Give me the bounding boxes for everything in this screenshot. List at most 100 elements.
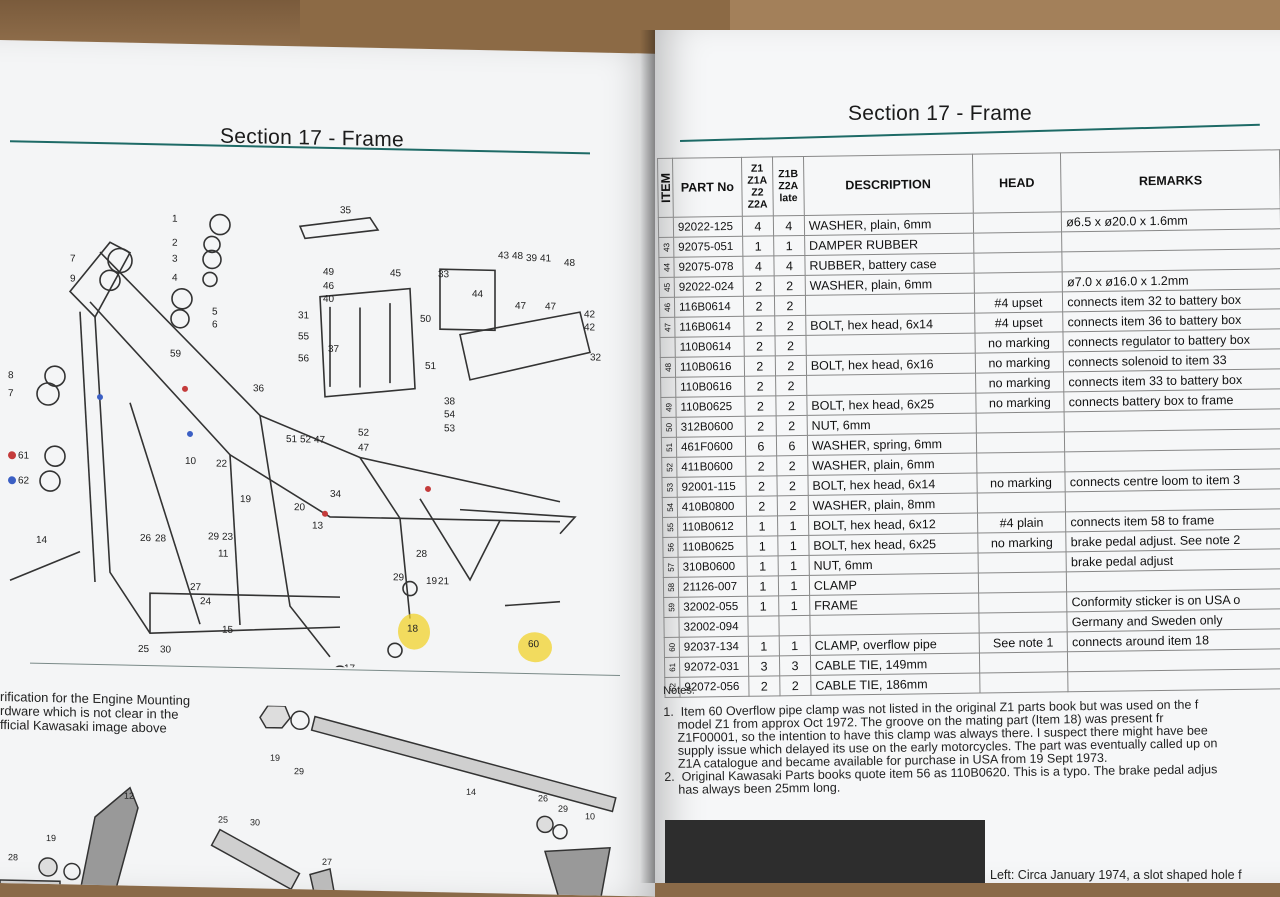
table-cell-part: 32002-094 bbox=[678, 616, 749, 638]
callout: 22 bbox=[216, 459, 228, 470]
table-cell-z1b: 4 bbox=[773, 215, 805, 236]
table-cell-z1: 4 bbox=[742, 215, 774, 237]
callout: 26 bbox=[538, 793, 548, 803]
callout: 18 bbox=[407, 624, 419, 635]
table-cell-part: 92022-125 bbox=[673, 216, 743, 238]
callout: 31 bbox=[298, 310, 310, 321]
table-cell-desc: BOLT, hex head, 6x25 bbox=[808, 533, 978, 556]
table-cell-z1: 2 bbox=[744, 395, 777, 417]
callout: 36 bbox=[253, 383, 265, 394]
title-underline bbox=[680, 123, 1260, 142]
callout: 45 bbox=[390, 268, 402, 279]
table-cell-desc: WASHER, plain, 6mm bbox=[807, 453, 977, 476]
table-cell-desc: FRAME bbox=[809, 593, 979, 616]
callout: 51 bbox=[286, 434, 298, 445]
table-cell-item: 60 bbox=[664, 637, 680, 658]
table-cell-head bbox=[973, 231, 1063, 254]
table-cell-z1 bbox=[747, 615, 780, 637]
callout: 7 bbox=[8, 388, 14, 399]
table-cell-desc: BOLT, hex head, 6x25 bbox=[806, 393, 976, 416]
blue-markers bbox=[8, 394, 193, 485]
table-cell-part: 92075-051 bbox=[673, 236, 743, 258]
yellow-highlights bbox=[398, 613, 552, 663]
table-cell-part: 92022-024 bbox=[674, 276, 744, 298]
table-cell-item: 55 bbox=[662, 517, 678, 538]
table-cell-z1: 2 bbox=[745, 475, 778, 497]
right-page-title: Section 17 - Frame bbox=[848, 102, 1032, 125]
table-cell-z1: 2 bbox=[745, 415, 777, 437]
table-cell-desc: NUT, 6mm bbox=[806, 413, 976, 436]
table-cell-part: 92075-078 bbox=[673, 256, 744, 278]
callout: 24 bbox=[200, 596, 212, 607]
callout: 41 bbox=[540, 253, 552, 264]
table-cell-head: #4 upset bbox=[973, 291, 1063, 314]
callout: 59 bbox=[170, 349, 182, 360]
table-cell-item: 53 bbox=[661, 477, 678, 498]
callout: 15 bbox=[222, 625, 234, 636]
table-cell-head bbox=[975, 431, 1065, 454]
callout: 38 bbox=[444, 396, 456, 407]
table-cell-part: 312B0600 bbox=[676, 416, 746, 438]
photo-caption: Left: Circa January 1974, a slot shaped … bbox=[990, 868, 1242, 882]
table-cell-head bbox=[972, 211, 1062, 234]
table-cell-z1b: 2 bbox=[776, 455, 808, 476]
callout: 52 bbox=[300, 434, 312, 445]
callout: 6 bbox=[212, 319, 218, 330]
table-cell-head bbox=[977, 551, 1067, 574]
callout: 4 bbox=[172, 273, 178, 284]
callout: 52 bbox=[358, 427, 370, 438]
table-cell-desc: BOLT, hex head, 6x12 bbox=[808, 513, 978, 536]
col-header-head: HEAD bbox=[971, 152, 1062, 214]
table-cell-item: 46 bbox=[659, 297, 675, 318]
callout: 50 bbox=[420, 314, 432, 325]
table-cell-desc: BOLT, hex head, 6x14 bbox=[807, 473, 977, 496]
table-cell-head bbox=[973, 271, 1063, 294]
table-cell-z1: 6 bbox=[745, 435, 777, 457]
table-cell-desc bbox=[805, 293, 975, 316]
table-cell-z1: 2 bbox=[744, 355, 776, 377]
table-cell-desc: WASHER, plain, 6mm bbox=[804, 213, 974, 236]
callout: 51 bbox=[425, 361, 437, 372]
callout: 62 bbox=[18, 475, 30, 486]
table-cell-part: 116B0614 bbox=[674, 316, 744, 338]
callout: 47 bbox=[358, 442, 370, 453]
table-cell-item: 44 bbox=[658, 257, 675, 278]
callout: 55 bbox=[298, 331, 310, 342]
callout: 9 bbox=[70, 273, 76, 284]
col-header-remarks: REMARKS bbox=[1060, 149, 1280, 212]
table-cell-item: 52 bbox=[661, 457, 677, 478]
col-header-z1b: Z1B Z2A late bbox=[772, 156, 805, 216]
table-cell-desc: NUT, 6mm bbox=[808, 553, 978, 576]
callout: 37 bbox=[328, 344, 340, 355]
table-cell-z1b: 2 bbox=[775, 375, 807, 396]
left-page: Section 17 - Frame bbox=[0, 40, 655, 897]
table-cell-z1b: 2 bbox=[775, 395, 807, 416]
table-cell-z1b: 2 bbox=[774, 335, 807, 356]
table-cell-head bbox=[977, 571, 1067, 594]
table-cell-z1: 1 bbox=[742, 235, 774, 257]
table-cell-z1: 1 bbox=[747, 555, 779, 577]
table-cell-z1: 1 bbox=[747, 595, 779, 617]
callout: 56 bbox=[298, 353, 310, 364]
table-cell-part: 110B0625 bbox=[675, 396, 746, 418]
table-cell-z1b: 2 bbox=[776, 475, 809, 496]
table-cell-z1b: 1 bbox=[773, 235, 805, 256]
table-cell-desc bbox=[805, 333, 975, 356]
callout: 2 bbox=[172, 238, 178, 249]
table-cell-z1: 3 bbox=[748, 655, 780, 677]
table-cell-item: 49 bbox=[660, 397, 677, 418]
callout: 23 bbox=[222, 532, 234, 543]
table-cell-part: 410B0800 bbox=[677, 496, 747, 518]
table-cell-head bbox=[973, 251, 1063, 274]
table-cell-desc bbox=[809, 613, 979, 636]
callout: 46 bbox=[323, 281, 335, 292]
col-header-item: ITEM bbox=[657, 158, 674, 218]
table-cell-desc: DAMPER RUBBER bbox=[804, 233, 974, 256]
callout: 48 bbox=[564, 258, 576, 269]
col-header-z1: Z1 Z1A Z2 Z2A bbox=[741, 156, 774, 217]
table-cell-part: 461F0600 bbox=[676, 436, 746, 458]
engine-mount-hardware-diagram: 19 29 14 26 29 10 12 19 28 25 30 27 27 bbox=[0, 704, 617, 897]
callout: 12 bbox=[124, 791, 134, 801]
callout: 27 bbox=[322, 857, 332, 867]
table-cell-head: no marking bbox=[974, 331, 1064, 354]
